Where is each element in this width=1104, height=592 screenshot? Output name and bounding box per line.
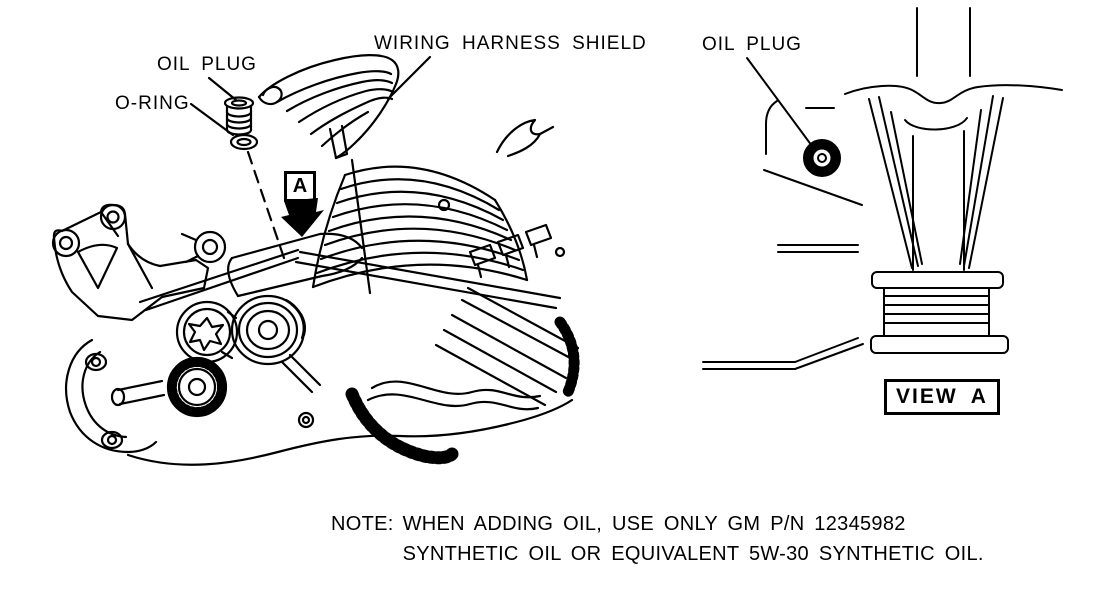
manifold-rail-drawing xyxy=(294,250,562,310)
label-o-ring: O-RING xyxy=(115,93,190,114)
note-line-1: WHEN ADDING OIL, USE ONLY GM P/N 1234598… xyxy=(402,513,906,535)
note-label: NOTE: xyxy=(331,513,394,535)
engine-bottom-contour xyxy=(126,398,574,466)
oil-plug-detail-drawing xyxy=(803,139,841,177)
leader-line xyxy=(746,57,813,147)
tensioner-pulley-drawing xyxy=(166,356,228,418)
view-a-title-box: VIEW A xyxy=(884,379,1000,415)
pulley-detail-drawing xyxy=(844,7,1063,354)
oil-plug-drawing xyxy=(223,96,255,136)
label-wiring-harness-shield: WIRING HARNESS SHIELD xyxy=(374,33,647,54)
supercharger-dome-drawing xyxy=(311,165,529,289)
o-ring-drawing xyxy=(229,133,259,151)
hoses-drawing xyxy=(345,316,580,465)
detail-marker-letter: A xyxy=(292,175,308,197)
view-a-drawing xyxy=(702,7,1063,370)
leader-lines-main xyxy=(189,55,432,260)
idler-pulley-drawing xyxy=(180,230,227,264)
belt-drawing xyxy=(220,310,322,394)
engine-drawing xyxy=(51,118,580,466)
harness-hook-drawing xyxy=(495,118,555,158)
valve-cover-drawing xyxy=(437,198,566,279)
mounting-bracket-drawing xyxy=(51,203,300,322)
supercharger-pulley-drawing xyxy=(230,294,307,366)
leader-line xyxy=(386,55,432,101)
detail-a-arrow xyxy=(281,198,324,237)
bracket-detail-drawing xyxy=(702,100,864,370)
water-pump-drawing xyxy=(65,338,166,454)
note-block: NOTE: WHEN ADDING OIL, USE ONLY GM P/N 1… xyxy=(331,509,984,569)
leader-line xyxy=(246,150,286,260)
label-oil-plug-main: OIL PLUG xyxy=(157,54,257,75)
label-oil-plug-detail: OIL PLUG xyxy=(702,34,802,55)
leader-line xyxy=(189,102,235,137)
engine-rails-drawing xyxy=(434,286,580,407)
note-line-2: SYNTHETIC OIL OR EQUIVALENT 5W-30 SYNTHE… xyxy=(402,543,984,565)
leader-line xyxy=(207,76,238,102)
view-a-title: VIEW A xyxy=(896,385,988,408)
note-lines: WHEN ADDING OIL, USE ONLY GM P/N 1234598… xyxy=(403,509,984,569)
detail-marker-box: A xyxy=(284,171,316,202)
main-view-drawing xyxy=(51,54,580,466)
